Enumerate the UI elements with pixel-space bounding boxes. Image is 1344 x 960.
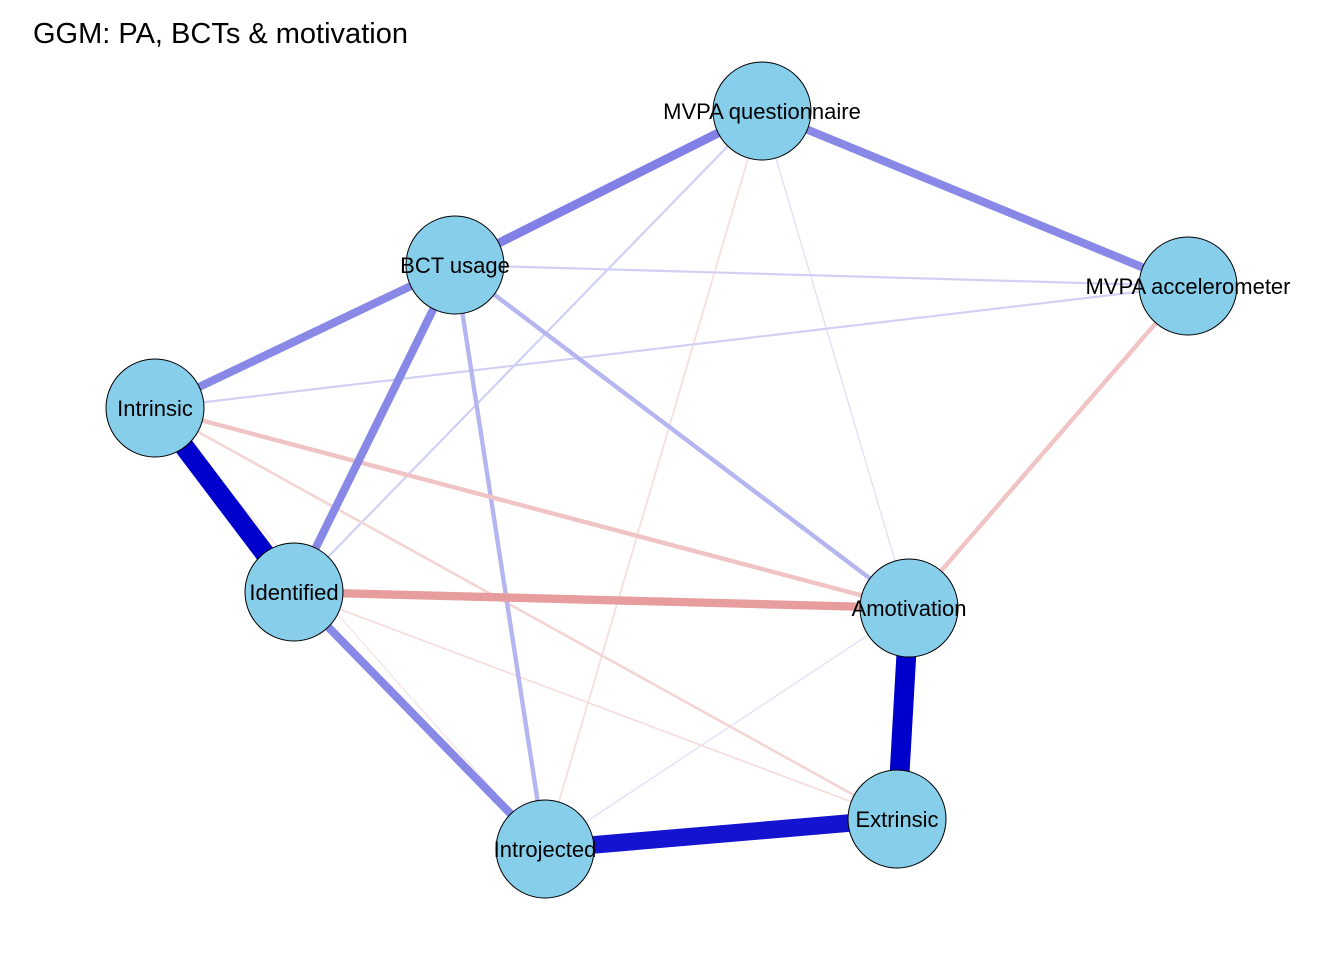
edge-bct-intrinsic xyxy=(153,261,457,412)
edge-mvpa_q-mvpa_a xyxy=(760,107,1190,290)
edges-layer xyxy=(147,107,1190,858)
node-label: Extrinsic xyxy=(855,807,938,832)
node-circle[interactable] xyxy=(405,215,505,315)
node-identified[interactable]: Identified xyxy=(244,542,344,642)
edge-introjected-extrinsic xyxy=(544,810,898,858)
node-circle[interactable] xyxy=(1138,236,1238,336)
edge-bct-mvpa_q xyxy=(453,107,764,269)
edge-identified-introjected xyxy=(291,589,548,852)
node-label: MVPA questionnaire xyxy=(663,99,861,124)
edge-intrinsic-mvpa_a xyxy=(154,284,1189,410)
node-circle[interactable] xyxy=(712,61,812,161)
node-circle[interactable] xyxy=(495,799,595,899)
edge-mvpa_a-amotivation xyxy=(907,284,1190,610)
edge-introjected-amotivation xyxy=(544,607,910,850)
node-introjected[interactable]: Introjected xyxy=(494,799,597,899)
edge-identified-extrinsic xyxy=(293,591,898,820)
node-label: MVPA accelerometer xyxy=(1085,274,1290,299)
edge-bct-identified xyxy=(290,263,459,594)
edge-bct-amotivation xyxy=(453,263,911,610)
node-extrinsic[interactable]: Extrinsic xyxy=(847,769,947,869)
node-circle[interactable] xyxy=(859,558,959,658)
edge-intrinsic-amotivation xyxy=(154,405,910,611)
node-mvpa_q[interactable]: MVPA questionnaire xyxy=(663,61,861,161)
node-label: Amotivation xyxy=(852,596,967,621)
node-intrinsic[interactable]: Intrinsic xyxy=(105,358,205,458)
node-mvpa_a[interactable]: MVPA accelerometer xyxy=(1085,236,1291,336)
node-label: Introjected xyxy=(494,837,597,862)
node-circle[interactable] xyxy=(105,358,205,458)
edge-mvpa_q-amotivation xyxy=(761,110,910,609)
node-bct[interactable]: BCT usage xyxy=(400,215,510,315)
node-label: BCT usage xyxy=(400,253,510,278)
edge-identified-amotivation xyxy=(293,587,910,613)
edge-intrinsic-extrinsic xyxy=(154,406,898,821)
node-circle[interactable] xyxy=(244,542,344,642)
edge-bct-introjected xyxy=(452,264,548,850)
node-amotivation[interactable]: Amotivation xyxy=(852,558,967,658)
edge-bct-mvpa_a xyxy=(454,263,1189,288)
node-label: Intrinsic xyxy=(117,396,193,421)
node-label: Identified xyxy=(249,580,338,605)
plot-title: GGM: PA, BCTs & motivation xyxy=(33,18,408,50)
node-circle[interactable] xyxy=(847,769,947,869)
edge-mvpa_q-identified xyxy=(293,110,763,593)
edge-mvpa_q-introjected xyxy=(544,110,763,850)
